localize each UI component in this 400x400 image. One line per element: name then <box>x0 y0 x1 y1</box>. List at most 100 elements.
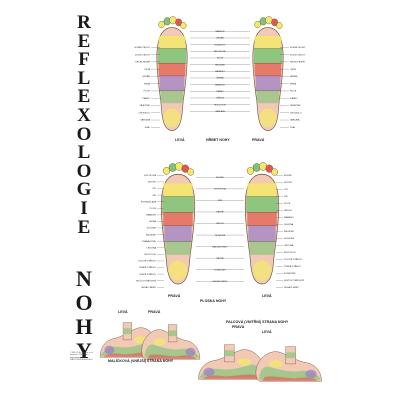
zone-label: SEDACÍ NERV <box>284 286 299 289</box>
zone-label: PÁNEV <box>290 97 298 100</box>
zone-label: KRČNÍ PÁTEŘ <box>290 61 305 64</box>
title-letter: N <box>76 266 92 292</box>
zone-label: PRSA <box>144 82 150 85</box>
zone-label: UŠI <box>284 195 288 198</box>
dorsal-left-foot <box>156 15 188 132</box>
zone-label: SRDCE <box>216 223 224 225</box>
zone-label: ÚSTA <box>290 68 296 71</box>
zone-label: PÁNEV <box>216 90 224 93</box>
zone-label: ŽALUDEK <box>146 233 157 236</box>
bottom-left-caption-b: PRAVÁ <box>148 309 161 314</box>
zone-label: DOLNÍ ČELIST <box>290 53 306 56</box>
zone-label: VAJEČNÍK <box>139 104 150 107</box>
zone-label: SLINIVKA <box>284 237 294 240</box>
outer-right-foot <box>141 324 201 360</box>
zone-label: ÚSTA <box>144 68 150 71</box>
zone-label: HRTAN <box>143 75 151 78</box>
zone-label: PÁNEV <box>143 97 151 100</box>
zone-label: OČI <box>284 188 288 191</box>
top-caption-right: PRAVÁ <box>252 137 265 142</box>
middle-caption-center: PLOSKA NOHY <box>200 299 227 303</box>
zone-label: LEDVINA <box>147 246 157 249</box>
copyright-line: ilustrace: P.A.Medica <box>70 354 89 357</box>
zone-label: PRSA <box>290 82 296 85</box>
zone-label: HORNÍ ČELIST <box>135 46 151 49</box>
title-letter: L <box>77 142 91 164</box>
top-foot-diagram-group: HORNÍ ČELIST DOLNÍ ČELIST KRČNÍ PÁTEŘ ÚSTA H… <box>135 15 306 142</box>
zone-label: MOČOVÝ MĚCHÝŘ <box>284 279 304 282</box>
zone-label: MOČOVOD <box>284 251 296 254</box>
title-letter: H <box>75 314 93 340</box>
zone-label: SLEZINA <box>284 223 294 226</box>
zone-label: PÁTEŘ <box>216 257 224 260</box>
zone-label: DVANÁCTNÍK <box>142 240 156 243</box>
dorsal-right-foot <box>252 15 284 132</box>
title-letter: E <box>77 30 91 52</box>
zone-label: PLÍCE <box>284 202 291 205</box>
zone-label: PLÍCE <box>150 207 157 210</box>
zone-label: TLUSTÉ STŘEVO <box>138 260 156 263</box>
top-caption-left: LEVÁ <box>175 137 185 142</box>
copyright-line: ISBN 978-80-86000-00-0 <box>70 359 93 362</box>
zone-label: SRDCE <box>284 210 292 212</box>
zone-label: DUTINY <box>284 182 293 184</box>
zone-label: HRTAN <box>216 37 224 40</box>
zone-label: DOLNÍ ČELIST <box>135 53 151 56</box>
plantar-left-foot <box>244 161 280 285</box>
zone-label: BRÁNICE <box>215 83 225 86</box>
zone-label: RAMENO <box>146 214 156 217</box>
zone-label: HRTAN <box>290 75 298 78</box>
zone-label: SLINIVKA <box>215 234 225 237</box>
bottom-right-caption-b: LEVÁ <box>262 329 272 334</box>
zone-label: UŠI <box>152 194 156 197</box>
zone-label: RAMENO <box>215 70 225 73</box>
middle-right-labels: MOZEKDUTINYOČIUŠIPLÍCESRDCERAMENOSLEZINA… <box>276 175 304 289</box>
title-letter: R <box>77 12 91 33</box>
zone-label: HYPOFÝZA <box>144 174 156 177</box>
zone-label: NADLEDVINKY <box>212 245 228 248</box>
title-letter: O <box>76 123 92 145</box>
top-caption-center: HŘBET NOHY <box>206 137 230 142</box>
zone-label: BRONCHIE <box>214 51 226 53</box>
title-letter: G <box>76 179 92 201</box>
plantar-right-foot <box>160 161 196 285</box>
zone-label: KONEČNÍK <box>284 272 296 275</box>
zone-label: LEDVINA <box>284 244 294 247</box>
zone-label: SLEPÉ STŘEVO <box>139 273 156 276</box>
top-center-labels: MANDLEHRTANHLASIVKYBRONCHIEPLÍCEHRUDNÍKR… <box>190 30 250 113</box>
bottom-left-diagram-group: LEVÁ PRAVÁ MALÍČKOVÁ (VNĚJŠÍ) STRANA NOH… <box>99 309 201 363</box>
zone-label: MOZEK <box>216 177 224 179</box>
zone-label: HRUDNÍK <box>215 63 226 66</box>
title-letter: E <box>77 216 91 238</box>
zone-label: KRČNÍ PÁTEŘ <box>135 61 150 64</box>
zone-label: MANDLE <box>215 30 225 33</box>
bottom-right-diagram-group: PALCOVÁ (VNITŘNÍ) STRANA NOHY PRAVÁ LEVÁ <box>198 319 322 382</box>
bottom-left-caption-a: LEVÁ <box>118 309 128 314</box>
zone-label: HLASIVKY <box>215 43 226 46</box>
zone-label: TENKÉ STŘEVO <box>284 265 301 268</box>
middle-center-labels: MOZEKHYPOFÝZAKRKPÁTEŘSRDCESLINIVKANADLED… <box>196 177 244 283</box>
title-letter: O <box>75 290 93 316</box>
zone-label: SVAL <box>290 126 296 129</box>
bottom-right-caption-a: PRAVÁ <box>232 324 245 329</box>
copyright-line: www.pamedica.cz <box>70 356 87 359</box>
zone-label: KONEČNÍK <box>214 268 226 271</box>
zone-label: SEDACÍ NERV <box>141 286 156 289</box>
title-letter: F <box>78 49 90 71</box>
zone-label: ŽEBRA <box>216 77 224 80</box>
title-letter: L <box>77 67 91 89</box>
zone-label: CHODIDLO <box>138 112 150 114</box>
zone-label: VAJEČNÍK <box>290 104 301 107</box>
bottom-right-caption: PALCOVÁ (VNITŘNÍ) STRANA NOHY <box>226 319 289 324</box>
zone-label: DUTINY <box>148 182 157 184</box>
zone-label: SEDACÍ NERV <box>213 280 228 283</box>
zone-label: MOČOVOD <box>144 253 156 256</box>
middle-caption-right: LEVÁ <box>262 293 272 298</box>
title-letter: Y <box>76 338 92 364</box>
zone-label: TENKÉ STŘEVO <box>139 266 156 269</box>
